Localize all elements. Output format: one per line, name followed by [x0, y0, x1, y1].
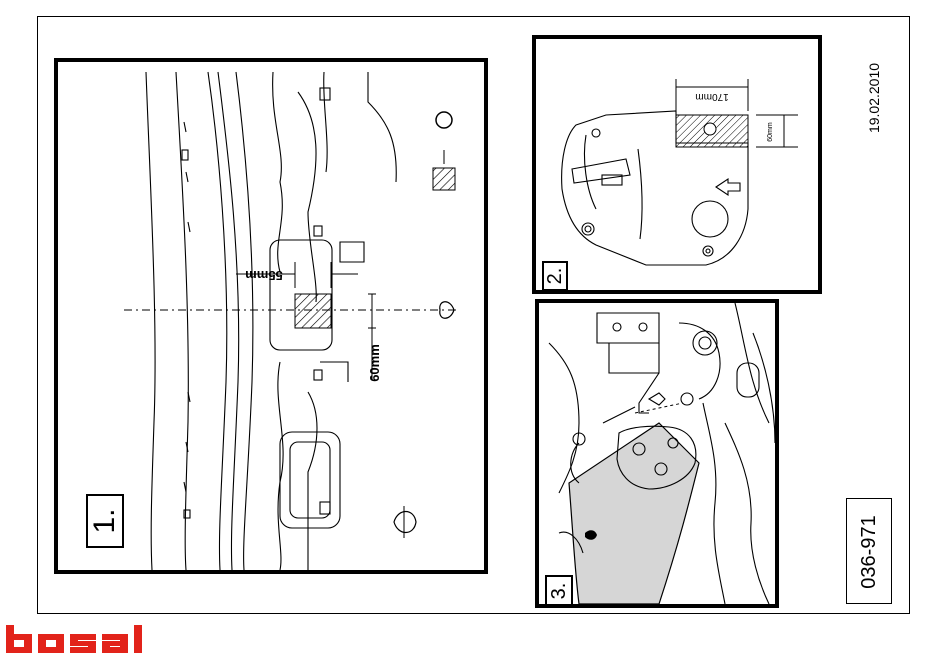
brand-logo — [6, 625, 176, 658]
part-number: 036-971 — [858, 500, 880, 604]
exhaust-mount-drawing — [539, 303, 775, 604]
panel-3-number: 3. — [545, 575, 573, 607]
bracket-drawing — [536, 39, 818, 290]
dimension-label-55mm: 55mm — [234, 265, 294, 283]
panel-1-bumper-view: 55mm 60mm 1. — [54, 58, 488, 574]
dimension-label-60mm-bracket: 60mm — [767, 112, 777, 152]
bosal-logo-mark — [6, 625, 176, 653]
panel-1-number: 1. — [86, 494, 124, 548]
dimension-label-170mm: 170mm — [686, 90, 738, 102]
panel-3-exhaust-mount-photo: 3. — [535, 299, 779, 608]
dimension-label-60mm: 60mm — [367, 333, 385, 393]
document-date: 19.02.2010 — [866, 48, 886, 148]
part-number-box: 036-971 — [846, 498, 892, 604]
panel-2-bracket-view: 170mm 60mm 2. — [532, 35, 822, 294]
panel-2-number: 2. — [542, 261, 568, 291]
